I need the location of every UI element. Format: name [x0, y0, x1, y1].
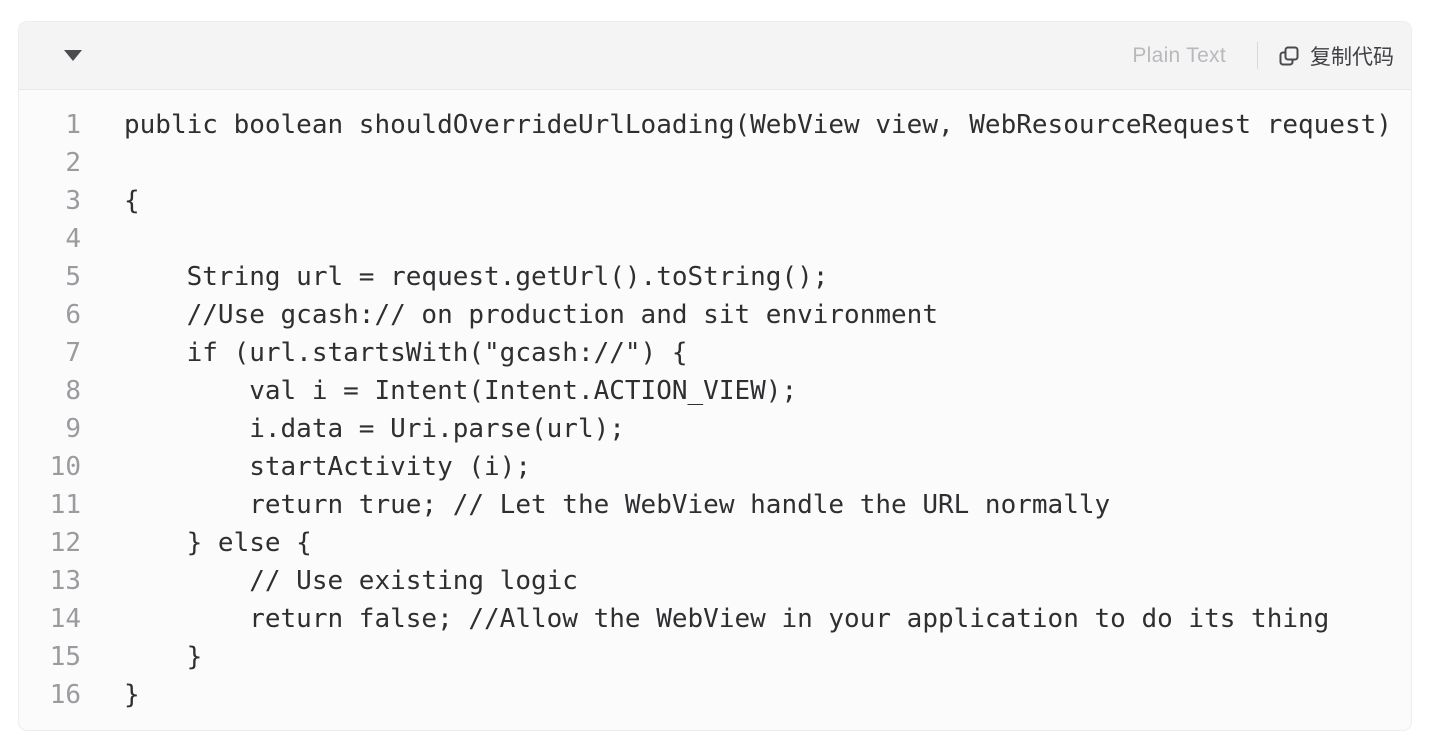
code-line: 1 public boolean shouldOverrideUrlLoadin… [19, 106, 1411, 144]
code-text: startActivity (i); [124, 452, 531, 482]
line-number: 8 [65, 376, 81, 406]
code-text: public boolean shouldOverrideUrlLoading(… [124, 110, 1392, 140]
code-line: 2 [19, 144, 1411, 182]
collapse-caret-icon[interactable] [64, 50, 82, 61]
line-number: 9 [65, 414, 81, 444]
code-line: 15 } [19, 638, 1411, 676]
code-line: 7 if (url.startsWith("gcash://") { [19, 334, 1411, 372]
code-line: 12 } else { [19, 524, 1411, 562]
line-number: 10 [49, 452, 81, 482]
code-line: 9 i.data = Uri.parse(url); [19, 410, 1411, 448]
code-text: String url = request.getUrl().toString()… [124, 262, 829, 292]
line-number: 15 [49, 642, 81, 672]
line-number: 4 [65, 224, 81, 254]
language-label: Plain Text [1132, 43, 1226, 67]
code-line: 14 return false; //Allow the WebView in … [19, 600, 1411, 638]
code-text: } [124, 680, 140, 710]
code-text: //Use gcash:// on production and sit env… [124, 300, 938, 330]
code-line: 6 //Use gcash:// on production and sit e… [19, 296, 1411, 334]
code-text: // Use existing logic [124, 566, 578, 596]
code-text: if (url.startsWith("gcash://") { [124, 338, 688, 368]
line-number: 14 [49, 604, 81, 634]
line-number: 13 [49, 566, 81, 596]
line-number: 11 [49, 490, 81, 520]
code-text: i.data = Uri.parse(url); [124, 414, 625, 444]
code-text: { [124, 186, 140, 216]
code-line: 16 } [19, 676, 1411, 714]
code-line: 13 // Use existing logic [19, 562, 1411, 600]
code-line: 10 startActivity (i); [19, 448, 1411, 486]
code-text: return true; // Let the WebView handle t… [124, 490, 1111, 520]
line-number: 2 [65, 148, 81, 178]
line-number: 12 [49, 528, 81, 558]
line-number: 7 [65, 338, 81, 368]
copy-code-label: 复制代码 [1310, 45, 1394, 69]
line-number: 3 [65, 186, 81, 216]
line-number: 5 [65, 262, 81, 292]
code-line: 11 return true; // Let the WebView handl… [19, 486, 1411, 524]
code-text: } else { [124, 528, 312, 558]
code-area: 1 public boolean shouldOverrideUrlLoadin… [19, 90, 1411, 714]
header-right-controls: Plain Text 复制代码 [1132, 41, 1394, 71]
line-number: 6 [65, 300, 81, 330]
code-text: return false; //Allow the WebView in you… [124, 604, 1330, 634]
line-number: 1 [65, 110, 81, 140]
code-line: 5 String url = request.getUrl().toString… [19, 258, 1411, 296]
copy-icon [1277, 44, 1301, 68]
code-line: 3 { [19, 182, 1411, 220]
code-line: 8 val i = Intent(Intent.ACTION_VIEW); [19, 372, 1411, 410]
code-block-header: Plain Text 复制代码 [19, 22, 1411, 90]
header-divider [1257, 42, 1258, 69]
code-line: 4 [19, 220, 1411, 258]
line-number: 16 [49, 680, 81, 710]
code-text: } [124, 642, 203, 672]
code-text: val i = Intent(Intent.ACTION_VIEW); [124, 376, 798, 406]
code-block-panel: Plain Text 复制代码 1 public boolean shouldO… [18, 21, 1412, 731]
copy-code-button[interactable]: 复制代码 [1277, 41, 1394, 71]
